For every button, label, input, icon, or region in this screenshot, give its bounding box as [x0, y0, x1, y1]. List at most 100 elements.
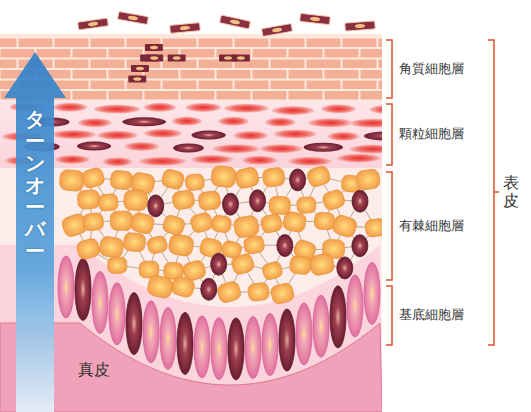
- cell-nucleus: [230, 19, 241, 25]
- corneum-flake: [78, 18, 109, 30]
- spinous-cell: [211, 215, 232, 234]
- corneum-brick: [288, 70, 323, 80]
- corneum-brick: [90, 38, 125, 48]
- turnover-arrow: [4, 52, 66, 412]
- corneum-brick: [378, 59, 382, 69]
- granular-cell: [191, 155, 234, 164]
- corneum-brick: [342, 59, 377, 69]
- spinous-cell: [110, 170, 133, 190]
- spinous-cell: [77, 190, 100, 210]
- cell-nucleus: [150, 46, 158, 50]
- cell-nucleus: [88, 21, 98, 26]
- basal-cell: [177, 312, 193, 374]
- granular-cell: [144, 103, 177, 112]
- bracket: [386, 40, 392, 98]
- corneum-flake: [170, 23, 201, 34]
- spinous-cell: [314, 212, 335, 230]
- basal-cell: [347, 275, 363, 337]
- corneum-brick: [54, 59, 89, 69]
- corneum-brick: [324, 70, 359, 80]
- granular-cell: [274, 129, 317, 138]
- spinous-cell: [146, 235, 168, 255]
- granular-cell: [242, 156, 277, 165]
- corneum-cell: [232, 55, 250, 62]
- corneum-cell: [168, 55, 186, 62]
- corneum-flake: [219, 15, 250, 29]
- granular-cell: [272, 106, 314, 115]
- spinous-cell: [170, 275, 196, 299]
- corneum-brick: [306, 80, 341, 90]
- corneum-brick: [72, 70, 107, 80]
- corneum-brick: [72, 49, 107, 59]
- basal-cell: [245, 317, 261, 379]
- basal-cell: [330, 286, 346, 348]
- basal-cell: [194, 316, 210, 378]
- corneum-brick: [162, 80, 197, 90]
- bracket: [386, 172, 392, 280]
- granular-cell: [77, 142, 111, 151]
- granular-cell: [260, 144, 303, 153]
- corneum-brick: [288, 49, 323, 59]
- cell-nucleus: [180, 26, 190, 31]
- bracket: [386, 286, 392, 345]
- cell-nucleus: [237, 56, 245, 60]
- layer-label: 有棘細胞層: [399, 217, 464, 235]
- spinous-cell: [250, 190, 266, 212]
- corneum-brick: [252, 91, 287, 101]
- corneum-brick: [144, 91, 179, 101]
- basal-cell: [109, 283, 125, 345]
- spinous-cell: [216, 280, 242, 304]
- spinous-cell: [198, 191, 221, 211]
- spinous-cell: [59, 169, 85, 192]
- basal-cell: [364, 262, 380, 324]
- granular-cell: [218, 117, 249, 126]
- corneum-brick: [0, 59, 17, 69]
- corneum-brick: [54, 38, 89, 48]
- granular-cells: [2, 103, 382, 167]
- cell-nucleus: [272, 27, 283, 33]
- cell-nucleus: [355, 24, 365, 29]
- corneum-brick: [36, 49, 71, 59]
- spinous-cell: [289, 255, 312, 275]
- granular-cell: [328, 132, 360, 141]
- brackets: [386, 40, 499, 345]
- spinous-cell: [243, 235, 265, 255]
- granular-cell: [52, 130, 96, 139]
- corneum-brick: [180, 70, 215, 80]
- granular-cell: [191, 131, 225, 140]
- spinous-cell: [282, 211, 307, 233]
- corneum-flake: [118, 11, 149, 24]
- corneum-brick: [324, 49, 359, 59]
- layer-label: 基底細胞層: [399, 306, 464, 324]
- granular-cell: [288, 157, 331, 166]
- corneum-brick: [342, 38, 377, 48]
- basal-cell: [296, 303, 312, 365]
- granular-cell: [144, 129, 182, 138]
- spinous-cell: [247, 282, 269, 302]
- corneum-brick: [198, 38, 233, 48]
- corneum-brick: [108, 49, 143, 59]
- spinous-cell: [337, 257, 353, 279]
- corneum-brick: [360, 91, 382, 101]
- corneum-brick: [234, 38, 269, 48]
- granular-band: [0, 100, 382, 170]
- corneum-cell: [131, 65, 149, 72]
- corneum-brick: [306, 59, 341, 69]
- granular-cell: [139, 157, 187, 166]
- granular-cell: [337, 154, 381, 163]
- basal-cell: [143, 301, 159, 363]
- corneum-brick: [108, 91, 143, 101]
- corneum-brick: [270, 80, 305, 90]
- granular-cell: [350, 119, 382, 128]
- granular-cell: [122, 117, 166, 126]
- corneum-brick: [234, 80, 269, 90]
- spinous-cell: [211, 165, 237, 188]
- corneum-brick: [270, 59, 305, 69]
- corneum-brick: [90, 59, 125, 69]
- spinous-cell: [308, 252, 335, 277]
- spinous-cell: [201, 278, 217, 300]
- spinous-cell: [233, 215, 260, 239]
- granular-cell: [304, 143, 343, 152]
- basal-cell: [160, 307, 176, 369]
